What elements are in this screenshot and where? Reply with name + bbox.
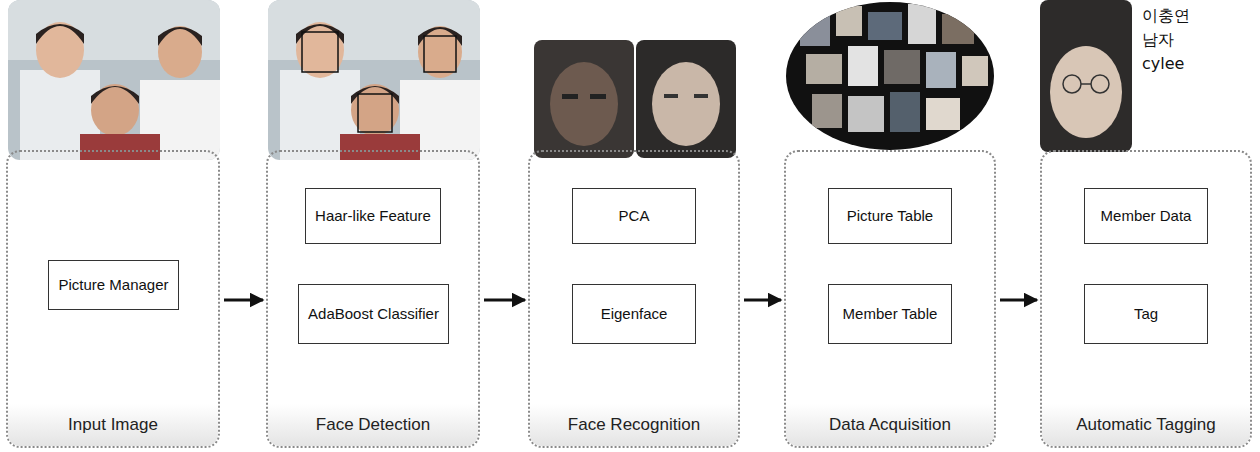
- box-text: PCA: [619, 206, 650, 226]
- stage-label: Data Acquisition: [829, 415, 951, 435]
- process-box: PCA: [572, 188, 696, 244]
- stage-panel: Data Acquisition Picture TableMember Tabl…: [784, 150, 996, 448]
- box-text: Eigenface: [601, 304, 668, 324]
- stage-label-band: Input Image: [8, 404, 218, 446]
- photo-mosaic: [786, 0, 996, 152]
- process-box: Haar-like Feature: [305, 188, 441, 244]
- process-box: AdaBoost Classifier: [298, 284, 449, 344]
- face-crops: [534, 40, 736, 158]
- flow-arrow: [744, 299, 781, 302]
- stage-panel: Face Detection Haar-like FeatureAdaBoost …: [266, 150, 480, 448]
- box-text: Member Data: [1101, 206, 1192, 226]
- process-box: Eigenface: [572, 284, 696, 344]
- process-box: Picture Table: [828, 188, 952, 244]
- box-text: Picture Manager: [58, 275, 168, 295]
- tagged-face: [1040, 0, 1132, 152]
- tag-text: 남자: [1142, 30, 1174, 49]
- flow-arrow: [224, 299, 263, 302]
- box-text: Tag: [1134, 304, 1158, 324]
- detection-photo: [268, 0, 480, 160]
- process-box: Picture Manager: [48, 260, 179, 310]
- process-box: Member Data: [1084, 188, 1208, 244]
- stage-panel: Face Recognition PCA Eigenface: [528, 150, 740, 448]
- box-text: Member Table: [843, 304, 938, 324]
- stage-label: Input Image: [68, 415, 158, 435]
- stage-panel: Automatic Tagging Member DataTag: [1040, 150, 1252, 448]
- stage-label-band: Data Acquisition: [786, 404, 994, 446]
- stage-label: Face Recognition: [568, 415, 700, 435]
- stage-panel: Input Image Picture Manager: [6, 150, 220, 448]
- stage-label-band: Face Detection: [268, 404, 478, 446]
- stage-label-band: Face Recognition: [530, 404, 738, 446]
- box-text: Haar-like Feature: [315, 206, 431, 226]
- process-box: Tag: [1084, 284, 1208, 344]
- tag-text: cylee: [1142, 54, 1184, 73]
- box-text: Picture Table: [847, 206, 933, 226]
- box-text: AdaBoost Classifier: [308, 304, 439, 324]
- stage-label: Automatic Tagging: [1076, 415, 1216, 435]
- stage-label-band: Automatic Tagging: [1042, 404, 1250, 446]
- flow-arrow: [484, 299, 525, 302]
- flow-arrow: [1000, 299, 1037, 302]
- group-photo: [8, 0, 220, 160]
- stage-label: Face Detection: [316, 415, 430, 435]
- process-box: Member Table: [828, 284, 952, 344]
- tag-text: 이충연: [1142, 6, 1190, 25]
